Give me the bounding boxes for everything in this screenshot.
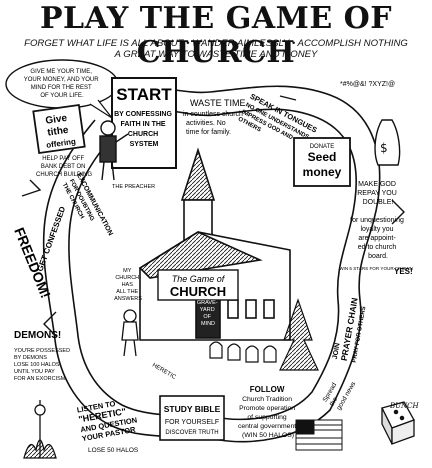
heretic-text: HERETIC (151, 363, 177, 382)
start-label: START (116, 85, 172, 104)
preacher-figure (99, 120, 129, 181)
get-confessed-space: GET CONFESSED (35, 205, 67, 273)
graveyard-of-mind: GRAVE- YARD OF MIND (197, 300, 219, 327)
svg-text:FOR YOURSELF: FOR YOURSELF (165, 419, 219, 426)
give-tithes-space: Give tithe offering HELP PAY OFF BANK DE… (32, 103, 92, 178)
dice-icon (381, 401, 415, 445)
page-title: PLAY THE GAME OF CHURCH (39, 1, 393, 70)
church-board-space: for unquestioning loyalty you are appoin… (350, 217, 406, 260)
board-path (42, 85, 381, 443)
speech-line: MIND FOR THE REST (31, 85, 92, 91)
start-space: START BY CONFESSING FAITH IN THE CHURCH … (111, 77, 177, 169)
waste-time-space: WASTE TIME in countless church activitie… (183, 98, 247, 136)
svg-text:MAKE GOD REPAY YOU: MAKE GOD REPAY YOU DOUBLE! (357, 181, 399, 206)
tree-icon (279, 298, 319, 371)
burning-stake-icon (23, 400, 57, 459)
excommunication-space: EXCOMMUNICATION FOR DOUBTING THE CHURCH (60, 172, 115, 247)
follow-tradition-space: FOLLOW Church Tradition Promote operatio… (238, 385, 298, 439)
seed-money-space: DONATE Seed money MAKE GOD REPAY YOU DOU… (293, 137, 399, 206)
speech-bubble: GIVE ME YOUR TIME, YOUR MONEY, AND YOUR … (5, 59, 119, 119)
svg-text:Seed: Seed (308, 150, 337, 164)
start-text: SYSTEM (130, 141, 159, 148)
svg-text:money: money (303, 165, 342, 179)
flag-icon (295, 419, 343, 451)
study-bible-space: STUDY BIBLE FOR YOURSELF DISCOVER TRUTH (159, 395, 225, 441)
kid-bubble: MY CHURCH HAS ALL THE ANSWERS (114, 268, 142, 302)
svg-text:HELP PAY OFF BANK DEBT O: HELP PAY OFF BANK DEBT ON CHURCH BUILDIN… (36, 156, 92, 178)
svg-text:DISCOVER TRUTH: DISCOVER TRUTH (165, 430, 218, 436)
lose-halos-text: LOSE 50 HALOS (88, 447, 139, 454)
svg-text:BY CONFESSING FAITH IN T: BY CONFESSING FAITH IN THE CHURCH SYSTEM (114, 111, 174, 148)
cuss-glyphs: *#%@&! ?XYZ!@ (340, 81, 395, 88)
subtitle-line-1: FORGET WHAT LIFE IS ALL ABOUT • WANDER A… (24, 38, 408, 49)
preacher-label: THE PREACHER (112, 184, 155, 190)
svg-text:DONATE: DONATE (310, 144, 335, 150)
kid-figure (121, 309, 139, 357)
gravestones (209, 341, 277, 363)
svg-text:$: $ (380, 141, 388, 155)
church-sign: The Game of CHURCH (157, 269, 239, 301)
win-stars-text: WIN 5 STARS FOR YOUR CROWN (339, 266, 413, 271)
start-text: CHURCH (128, 131, 158, 138)
start-text: BY CONFESSING (114, 111, 172, 118)
possessed-text: YOU'RE POSSESSED BY DEMONS LOSE 100 HALO… (14, 348, 72, 382)
speech-line: OF YOUR LIFE. (40, 93, 84, 99)
svg-text:STUDY BIBLE: STUDY BIBLE (164, 404, 221, 414)
speech-line: GIVE ME YOUR TIME, (30, 69, 92, 75)
listen-heretic-space: LISTEN TO "HERETIC" AND QUESTION YOUR PA… (76, 395, 141, 443)
svg-text:The Game of: The Game of (172, 274, 226, 284)
svg-text:Give tithe offerin: Give tithe offering (42, 112, 76, 150)
artist-signature: BUNCH (389, 402, 420, 410)
direction-arrows (43, 95, 405, 337)
money-hand-icon: $ (374, 119, 401, 166)
speech-line: YOUR MONEY, AND YOUR (24, 77, 99, 83)
svg-text:GIVE ME YOUR TIME, YOUR: GIVE ME YOUR TIME, YOUR MONEY, AND YOUR … (24, 69, 100, 99)
yes-text: YES! (394, 267, 413, 276)
subtitle-line-2: A GREAT WAY TO WASTE TIME AND MONEY (114, 49, 318, 60)
svg-text:CHURCH: CHURCH (170, 284, 226, 299)
start-text: FAITH IN THE (120, 121, 165, 128)
demons-space: DEMONS! (14, 330, 61, 341)
